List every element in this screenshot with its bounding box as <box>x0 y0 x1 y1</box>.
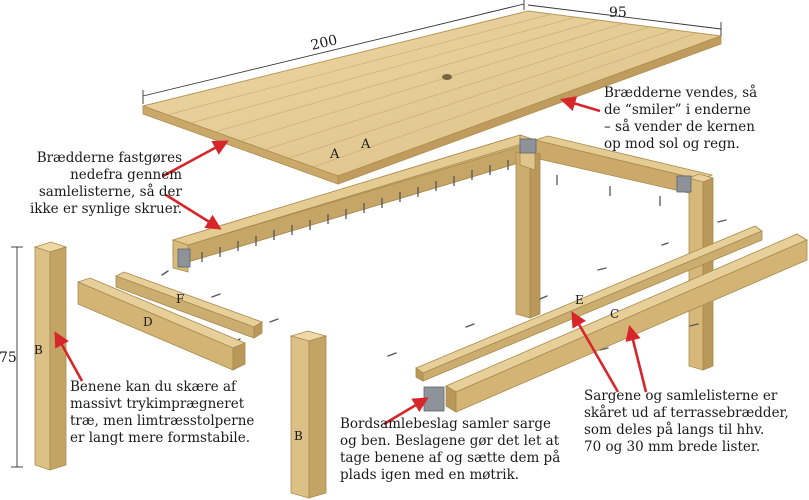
dimension-length-label: 200 <box>309 32 339 54</box>
part-label-a1: A <box>329 147 340 162</box>
leg-center <box>289 330 328 499</box>
note-line: Brædderne fastgøres <box>36 150 182 166</box>
part-label-a2: A <box>360 137 371 152</box>
note-line: Sargene og samlelisterne er <box>584 388 778 404</box>
dimension-height-label: 75 <box>0 350 17 366</box>
note-line: Brædderne vendes, så <box>604 85 758 101</box>
part-label-b-center: B <box>294 429 303 443</box>
note-line: tage benene af og sætte dem på <box>340 450 561 466</box>
note-line: 70 og 30 mm brede lister. <box>584 439 761 455</box>
bracket-front <box>423 386 445 412</box>
part-label-f: F <box>176 292 184 306</box>
note-line: er langt mere formstabile. <box>70 430 251 446</box>
arrow-boards-top <box>162 140 229 178</box>
arrow-rail-c <box>625 324 648 393</box>
note-line: de “smiler” i enderne <box>604 102 751 118</box>
arrow-rail-e <box>571 311 620 393</box>
rail-f <box>114 271 263 339</box>
part-label-e: E <box>575 293 584 307</box>
part-label-b-left: B <box>34 343 43 357</box>
arrow-legs <box>54 331 84 382</box>
note-boards-fastening: Brædderne fastgøres nedefra gennem samle… <box>10 150 182 218</box>
rail-e <box>415 225 763 382</box>
note-line: træ, men limtræsstolperne <box>70 413 255 429</box>
arrow-bracket <box>383 397 429 426</box>
arrow-smile <box>560 96 601 113</box>
note-line: og ben. Beslagene gør det let at <box>340 433 560 449</box>
dimension-length <box>142 0 525 104</box>
dimension-height <box>11 246 23 468</box>
note-line: op mod sol og regn. <box>604 136 740 152</box>
umbrella-hole <box>442 74 452 80</box>
note-line: skåret ud af terrassebrædder, <box>584 405 789 421</box>
note-legs: Benene kan du skære af massivt trykimpræ… <box>70 379 254 447</box>
dimension-width <box>527 4 722 36</box>
note-line: Benene kan du skære af <box>70 379 236 395</box>
note-line: plads igen med en møtrik. <box>340 467 520 483</box>
leg-left <box>33 241 68 471</box>
note-line: – så vender de kernen <box>604 119 755 135</box>
bracket-left <box>177 248 191 268</box>
part-label-d: D <box>143 315 153 329</box>
note-rails: Sargene og samlelisterne er skåret ud af… <box>584 388 789 456</box>
note-line: som deles på langs til hhv. <box>584 422 765 438</box>
note-line: samlelisterne, så der <box>38 184 182 200</box>
rail-d <box>76 277 247 371</box>
part-label-c: C <box>610 307 619 321</box>
bracket-back <box>519 138 537 154</box>
dimension-width-label: 95 <box>609 5 627 21</box>
rail-c <box>445 233 808 413</box>
corner-brackets <box>177 138 692 268</box>
loose-screws <box>161 219 727 357</box>
note-line: massivt trykimprægneret <box>70 396 245 412</box>
note-line: ikke er synlige skruer. <box>29 201 182 217</box>
arrow-boards-rail <box>165 193 222 230</box>
callout-arrows <box>54 96 648 426</box>
note-line: Bordsamlebeslag samler sarge <box>340 416 551 432</box>
screws <box>201 160 661 262</box>
note-brackets: Bordsamlebeslag samler sarge og ben. Bes… <box>340 416 560 484</box>
bracket-right <box>676 175 692 193</box>
note-line: nedefra gennem <box>70 167 182 183</box>
table-top <box>141 10 722 185</box>
note-boards-smile: Brædderne vendes, så de “smiler” i ender… <box>604 85 757 153</box>
